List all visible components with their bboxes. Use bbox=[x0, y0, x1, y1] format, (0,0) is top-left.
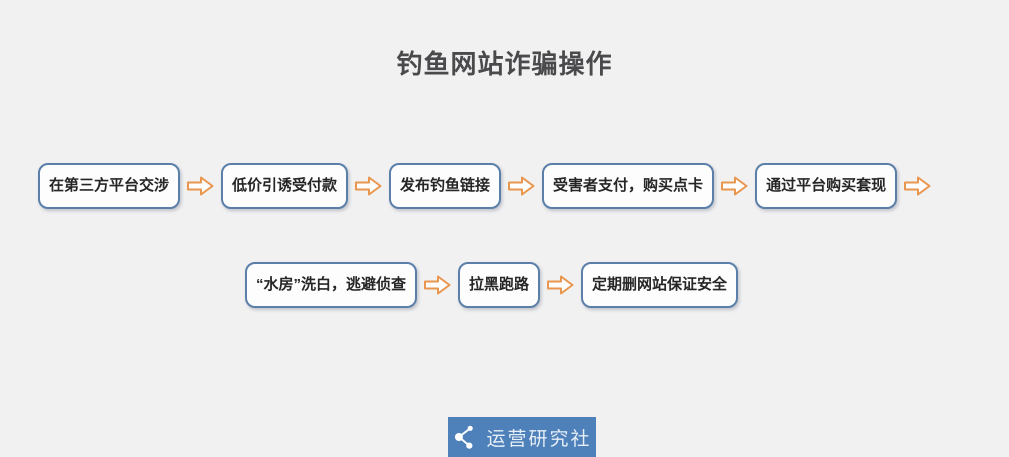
flow-arrow-icon bbox=[424, 275, 451, 295]
flow-step-box: 在第三方平台交涉 bbox=[38, 163, 181, 209]
flow-step-box: 发布钓鱼链接 bbox=[389, 163, 502, 209]
flow-arrow-icon bbox=[508, 176, 535, 196]
share-icon bbox=[452, 423, 478, 451]
flow-step-box: 定期删网站保证安全 bbox=[581, 262, 739, 308]
footer-logo: 运营研究社 bbox=[448, 417, 596, 457]
flow-step-box: 受害者支付，购买点卡 bbox=[542, 163, 715, 209]
logo-text: 运营研究社 bbox=[486, 428, 592, 450]
flow-row: “水房”洗白，逃避侦查拉黑跑路定期删网站保证安全 bbox=[245, 262, 739, 308]
flow-arrow-icon bbox=[547, 275, 574, 295]
flow-step-box: 拉黑跑路 bbox=[458, 262, 541, 308]
page-title: 钓鱼网站诈骗操作 bbox=[396, 49, 613, 79]
flow-arrow-icon bbox=[904, 176, 931, 196]
flow-arrow-icon bbox=[187, 176, 214, 196]
flow-step-box: 低价引诱受付款 bbox=[221, 163, 349, 209]
flow-arrow-icon bbox=[721, 176, 748, 196]
flow-step-box: 通过平台购买套现 bbox=[755, 163, 898, 209]
flow-step-box: “水房”洗白，逃避侦查 bbox=[245, 262, 418, 308]
flow-arrow-icon bbox=[355, 176, 382, 196]
flow-row: 在第三方平台交涉低价引诱受付款发布钓鱼链接受害者支付，购买点卡通过平台购买套现 bbox=[38, 163, 938, 209]
